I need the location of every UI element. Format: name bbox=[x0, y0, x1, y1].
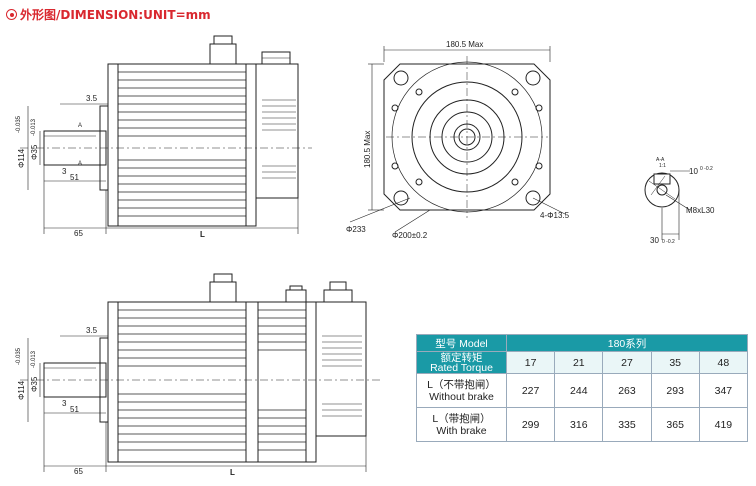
table-cell: 316 bbox=[554, 407, 604, 442]
dim-shaft-length: 51 bbox=[70, 173, 79, 182]
svg-text:3.5: 3.5 bbox=[86, 326, 98, 335]
dim-length-L: L bbox=[200, 230, 205, 239]
side-view-top: 3.5 Φ114 -0.035 Φ35 -0.013 3 51 65 L A A bbox=[16, 35, 312, 239]
table-cell: 227 bbox=[505, 373, 556, 408]
svg-text:0 -0.2: 0 -0.2 bbox=[662, 239, 675, 245]
section-aa: A-A 1:1 10 0 -0.2 M8xL30 30 0 -0.2 bbox=[644, 157, 715, 245]
dim-width-max: 180.5 Max bbox=[446, 40, 483, 49]
mount-hole bbox=[393, 70, 409, 86]
shaft bbox=[43, 362, 107, 398]
dim-bolt-circle: Φ200±0.2 bbox=[392, 231, 428, 240]
mount-hole bbox=[393, 190, 409, 206]
shaft bbox=[43, 130, 107, 166]
dim-flange-dia: Φ114 bbox=[17, 148, 26, 168]
svg-text:L: L bbox=[230, 468, 235, 477]
section-title: A-A bbox=[656, 157, 665, 163]
mount-hole bbox=[525, 70, 541, 86]
table-cell: 244 bbox=[554, 373, 604, 408]
dim-shaft-dia: Φ35 bbox=[30, 144, 39, 160]
svg-text:3: 3 bbox=[62, 399, 67, 408]
connector-brake bbox=[285, 289, 307, 303]
bullet-icon bbox=[6, 9, 17, 20]
torque-value: 17 bbox=[505, 351, 556, 374]
svg-text:51: 51 bbox=[70, 405, 79, 414]
dim-key-width: 10 bbox=[689, 167, 698, 176]
svg-text:A: A bbox=[78, 161, 82, 167]
table-cell: 335 bbox=[602, 407, 652, 442]
header-title: 外形图/DIMENSION:UNIT=mm bbox=[20, 8, 211, 22]
torque-value: 35 bbox=[650, 351, 700, 374]
svg-text:Φ35: Φ35 bbox=[30, 376, 39, 392]
dim-outer-circle: Φ233 bbox=[346, 225, 366, 234]
table-cell: 347 bbox=[698, 373, 749, 408]
row-label: L（不带抱闸）Without brake bbox=[416, 373, 507, 408]
table-cell: 419 bbox=[698, 407, 749, 442]
svg-text:1:1: 1:1 bbox=[659, 163, 666, 169]
table-cell: 263 bbox=[602, 373, 652, 408]
dim-depth: 30 bbox=[650, 236, 659, 245]
svg-text:-0.013: -0.013 bbox=[31, 118, 37, 136]
dim-holes: 4-Φ13.5 bbox=[540, 211, 570, 220]
side-view-brake: 3.5 Φ114 -0.035 Φ35 -0.013 3 51 65 L bbox=[16, 273, 382, 477]
table-cell: 299 bbox=[505, 407, 556, 442]
svg-text:-0.035: -0.035 bbox=[16, 347, 22, 365]
mount-hole bbox=[525, 190, 541, 206]
torque-value: 21 bbox=[554, 351, 604, 374]
torque-value: 27 bbox=[602, 351, 652, 374]
svg-text:A: A bbox=[78, 123, 82, 129]
table-cell: 293 bbox=[650, 373, 700, 408]
svg-text:0 -0.2: 0 -0.2 bbox=[700, 166, 713, 172]
dim-height-max: 180.5 Max bbox=[363, 131, 372, 168]
table-row: L（带抱闸）With brake 299 316 335 365 419 bbox=[416, 407, 749, 442]
dim-thread: M8xL30 bbox=[686, 206, 715, 215]
svg-text:Φ114: Φ114 bbox=[17, 380, 26, 400]
row-label: L（带抱闸）With brake bbox=[416, 407, 507, 442]
series-label: 180系列 bbox=[506, 334, 748, 352]
table-cell: 365 bbox=[650, 407, 700, 442]
connector-power bbox=[209, 43, 237, 65]
dim-shaft-65: 65 bbox=[74, 229, 83, 238]
table-row: L（不带抱闸）Without brake 227 244 263 293 347 bbox=[416, 373, 749, 408]
front-view: 180.5 Max 180.5 Max Φ233 Φ200±0.2 4-Φ13.… bbox=[346, 40, 570, 240]
svg-text:65: 65 bbox=[74, 467, 83, 476]
front-flange bbox=[383, 63, 551, 211]
dim-flange-thickness: 3.5 bbox=[86, 94, 98, 103]
model-label: 型号 Model bbox=[416, 334, 507, 352]
svg-text:3: 3 bbox=[62, 167, 67, 176]
torque-value: 48 bbox=[698, 351, 749, 374]
svg-text:-0.035: -0.035 bbox=[16, 115, 22, 133]
svg-text:-0.013: -0.013 bbox=[31, 350, 37, 368]
page-header: 外形图/DIMENSION:UNIT=mm bbox=[6, 6, 211, 23]
connector-power bbox=[209, 281, 237, 303]
